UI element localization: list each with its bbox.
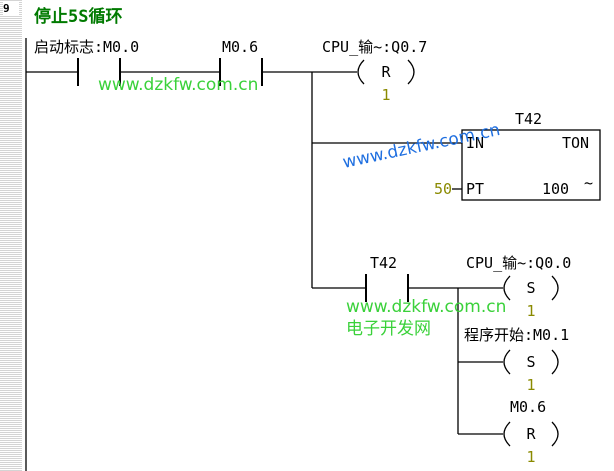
left-power-rail-hatch — [0, 0, 22, 471]
coil-value: 1 — [526, 302, 535, 320]
m06-contact[interactable]: M0.6 — [219, 38, 263, 86]
watermark-url: www.dzkfw.com.cn — [98, 75, 258, 95]
timer-t42-block[interactable]: T42 IN TON PT 100 ~ 50 — [434, 110, 601, 201]
coil-operation: R — [526, 425, 536, 443]
timer-name: T42 — [515, 110, 542, 128]
cpu-output-reset-coil[interactable]: CPU_输~:Q0.7 R 1 — [322, 38, 427, 104]
coil-label: CPU_输~:Q0.7 — [322, 38, 427, 56]
m06-reset-coil[interactable]: M0.6 R 1 — [503, 398, 559, 466]
timer-base-suffix: ~ — [584, 174, 593, 192]
watermark-url: www.dzkfw.com.cn — [346, 297, 506, 317]
coil-label: 程序开始:M0.1 — [464, 326, 569, 344]
timer-pt-pin: PT — [466, 180, 484, 198]
coil-value: 1 — [381, 86, 390, 104]
coil-operation: R — [381, 63, 391, 81]
t42-contact[interactable]: T42 — [365, 254, 409, 302]
coil-value: 1 — [526, 448, 535, 466]
network-title: 停止5S循环 — [34, 6, 122, 27]
coil-value: 1 — [526, 376, 535, 394]
coil-label: CPU_输~:Q0.0 — [466, 254, 571, 272]
coil-operation: S — [526, 353, 535, 371]
timer-box — [461, 129, 601, 201]
network-number: 9 — [3, 2, 19, 16]
contact-label: T42 — [370, 254, 397, 272]
coil-operation: S — [526, 279, 535, 297]
timer-in-pin: IN — [466, 134, 484, 152]
rung-wires — [26, 71, 503, 435]
program-start-set-coil[interactable]: 程序开始:M0.1 S 1 — [464, 326, 569, 394]
timer-pt-value: 50 — [434, 180, 452, 198]
cpu-output-set-coil[interactable]: CPU_输~:Q0.0 S 1 — [466, 254, 571, 320]
timer-base: 100 — [542, 180, 569, 198]
start-flag-contact[interactable]: 启动标志:M0.0 — [34, 38, 139, 86]
coil-label: M0.6 — [510, 398, 546, 416]
timer-type: TON — [562, 134, 589, 152]
contact-label: M0.6 — [222, 38, 258, 56]
contact-label: 启动标志:M0.0 — [34, 38, 139, 56]
watermark-site-name: 电子开发网 — [346, 319, 431, 339]
